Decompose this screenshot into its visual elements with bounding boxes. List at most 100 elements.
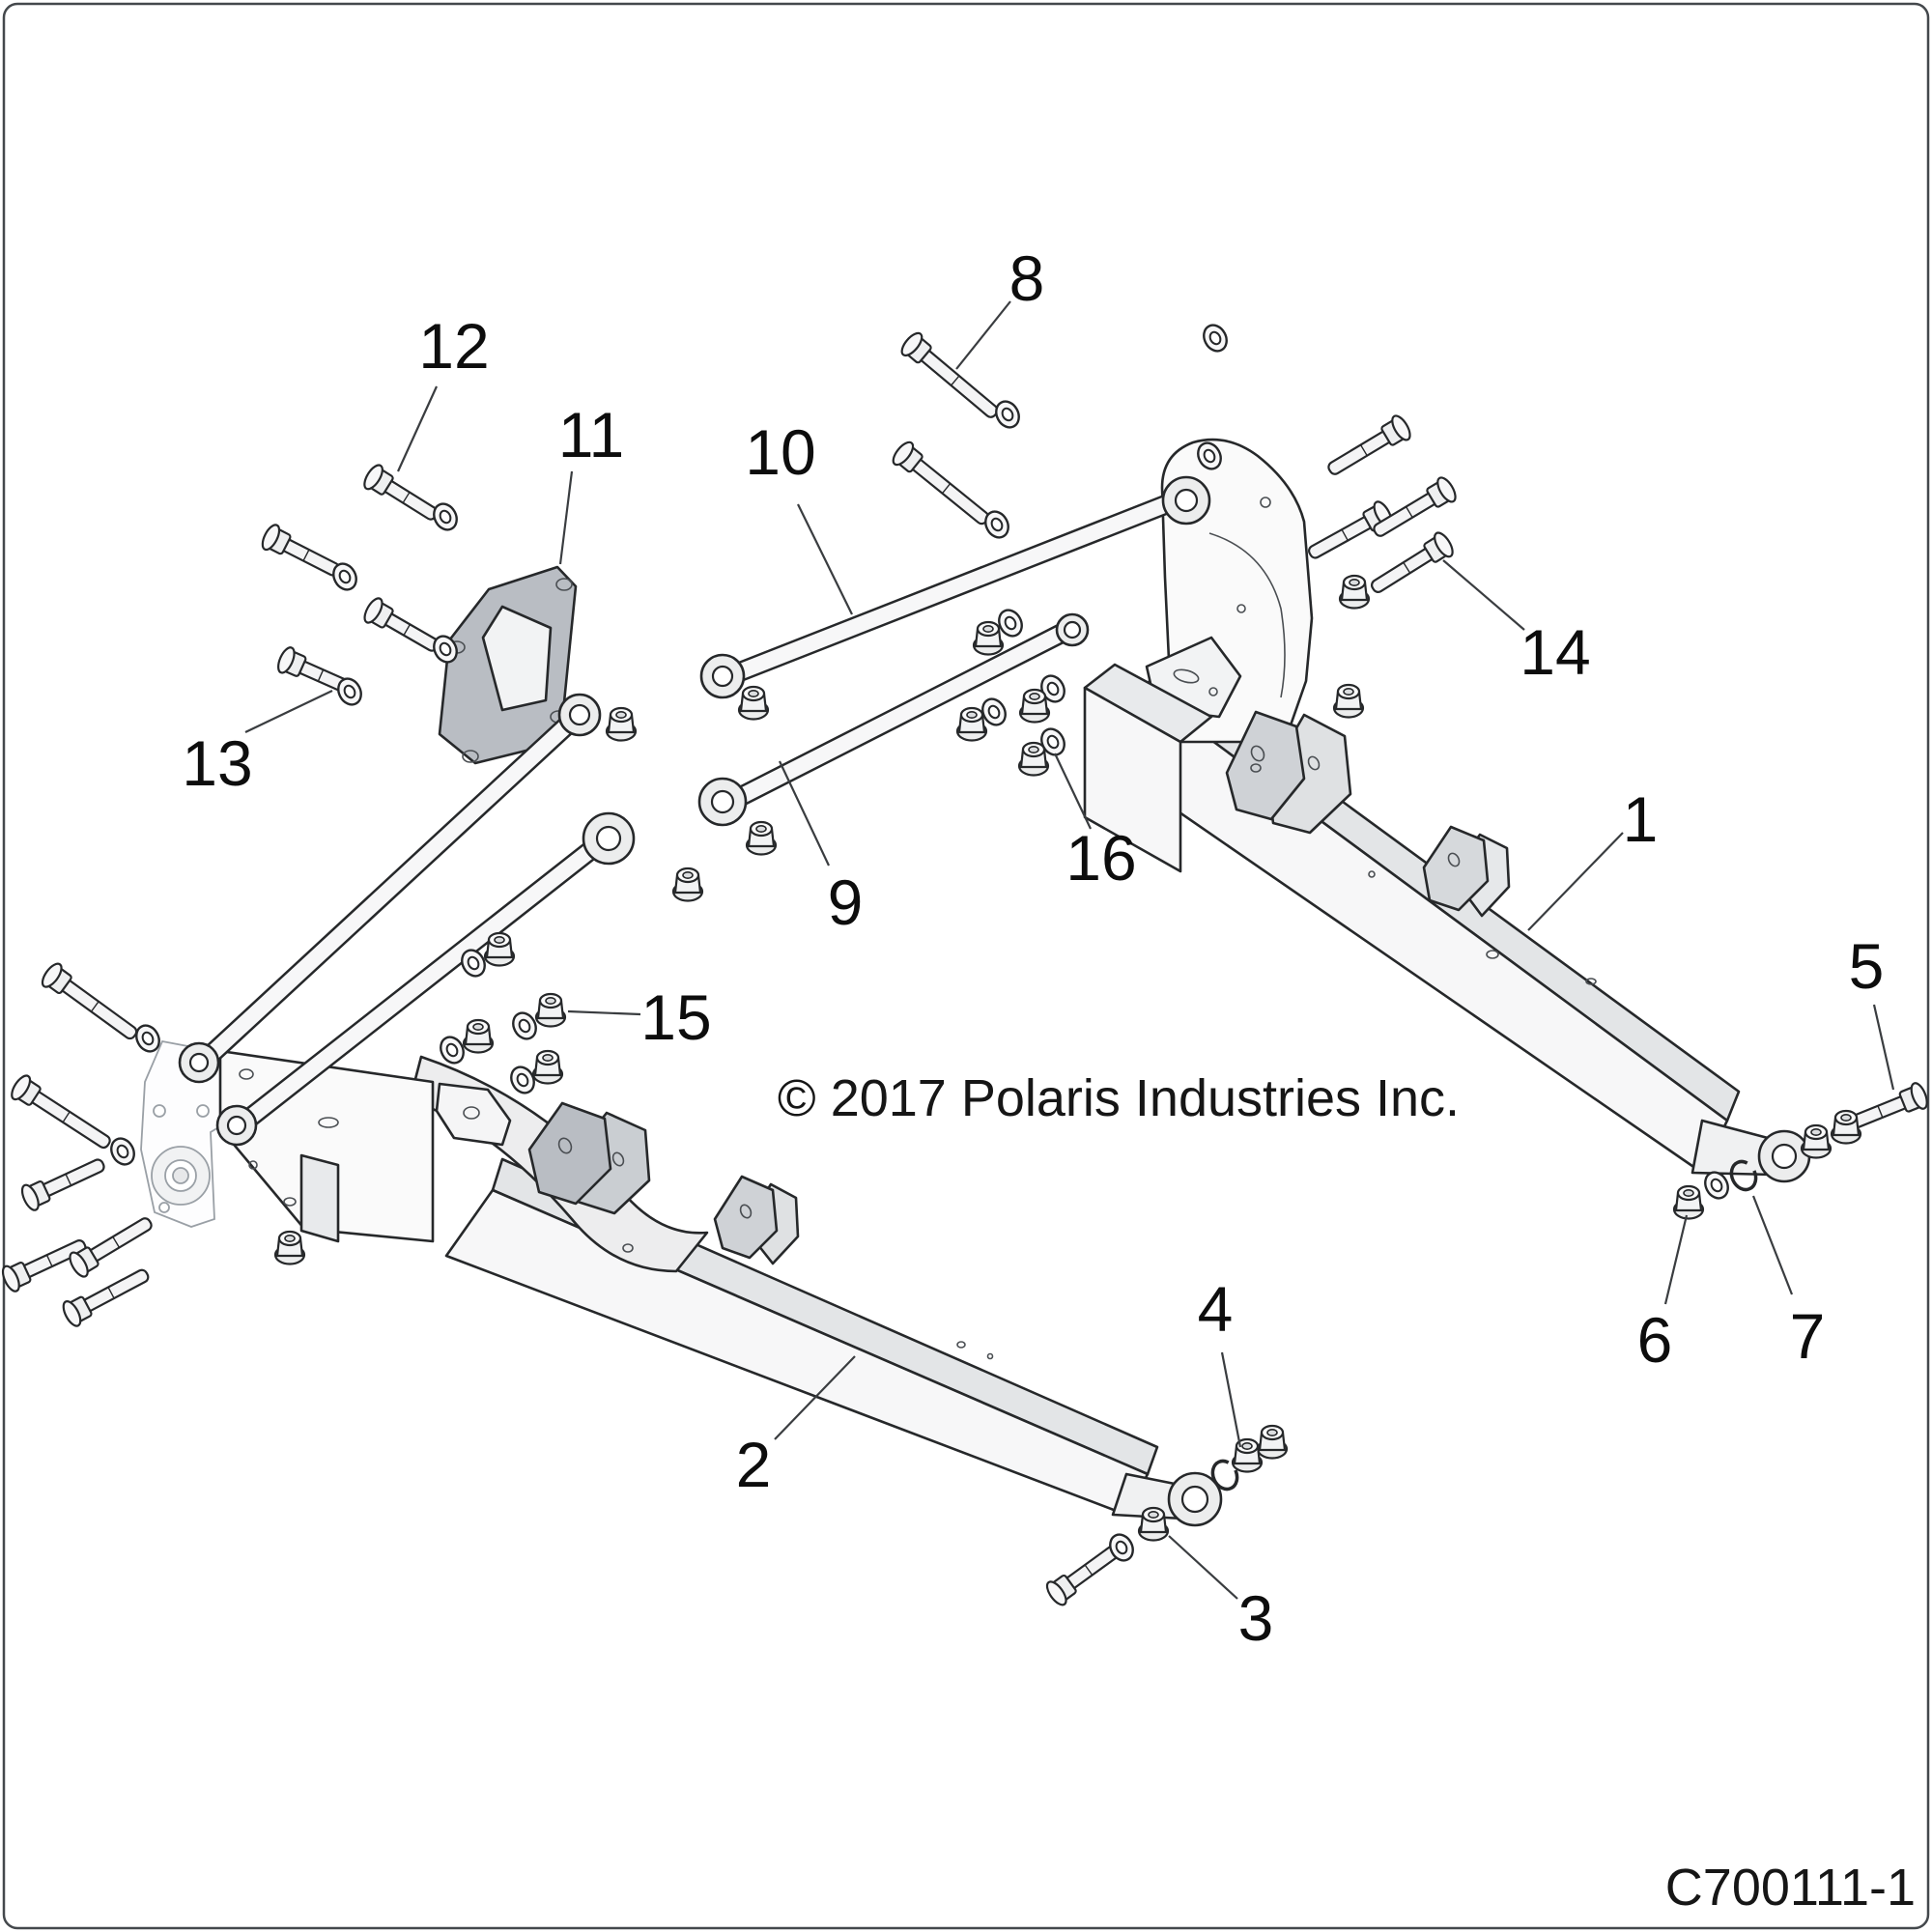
flange-nut <box>531 1049 564 1085</box>
nut-hole <box>472 1023 484 1032</box>
flange-nut <box>1256 1424 1289 1460</box>
callout-number: 13 <box>182 727 252 799</box>
bolt-thread-line <box>1877 1105 1884 1119</box>
leader-line <box>1442 559 1525 631</box>
radius-rod-fill <box>239 838 605 1128</box>
callout-15: 15 <box>567 981 712 1053</box>
washer-hole <box>1115 1540 1128 1555</box>
washer <box>984 510 1009 539</box>
washer-hole <box>439 509 452 525</box>
nut-hole <box>1683 1189 1694 1198</box>
bolt-flange <box>20 1183 40 1211</box>
flange-nut <box>273 1230 306 1265</box>
callout-9: 9 <box>779 760 863 938</box>
callout-number: 16 <box>1065 822 1136 894</box>
assembly-drawing <box>140 438 1776 1520</box>
washer-hole <box>467 955 480 971</box>
washer <box>110 1137 135 1166</box>
leader-line <box>797 503 853 615</box>
washer-hole <box>516 1072 529 1088</box>
leader-line <box>1663 1214 1689 1305</box>
callout-6: 6 <box>1637 1214 1689 1376</box>
bolt-thread-line <box>112 1236 121 1248</box>
flange-bolt <box>1 1239 87 1293</box>
leader-line <box>396 385 439 472</box>
flange-bolt <box>62 1268 150 1327</box>
bolt-flange <box>41 962 63 988</box>
callout-number: 12 <box>418 310 489 382</box>
rod-end-eye-bore <box>711 665 734 688</box>
bolt-thread-line <box>1403 561 1411 574</box>
callout-number: 11 <box>558 399 625 470</box>
nut-hole <box>1148 1511 1159 1520</box>
nut-hole <box>542 1054 554 1063</box>
flange-nut <box>1338 574 1371 610</box>
flange-nut <box>1017 741 1050 777</box>
washer-hole <box>1046 681 1060 696</box>
bolt-thread-line <box>107 1287 115 1299</box>
washer-hole <box>1208 330 1222 346</box>
bolt-thread-line <box>1341 528 1349 541</box>
washer-hole <box>1004 615 1017 631</box>
flange-bolt <box>1370 531 1454 593</box>
flange-nut <box>462 1018 495 1054</box>
washer-hole <box>987 704 1001 720</box>
flange-nut <box>671 867 704 902</box>
fasteners-layer <box>1 324 1928 1606</box>
callout-number: 7 <box>1790 1300 1826 1372</box>
flange-nut <box>1800 1123 1833 1159</box>
washer <box>1040 727 1065 756</box>
leader-line <box>774 1355 856 1440</box>
bolt-thread-line <box>1084 1564 1094 1576</box>
flange-nut <box>605 706 638 742</box>
leader-line <box>567 1009 641 1016</box>
flange-bolt <box>69 1217 153 1278</box>
washer-hole <box>445 1042 459 1058</box>
callout-11: 11 <box>558 399 625 565</box>
washer <box>1704 1171 1729 1200</box>
nut-hole <box>982 625 994 634</box>
nut-hole <box>1810 1128 1822 1137</box>
washer <box>337 677 362 706</box>
washer-hole <box>141 1031 155 1046</box>
flange-bolt <box>892 440 990 526</box>
washer <box>461 949 486 978</box>
rod-end-eye-bore <box>568 703 591 726</box>
callout-4: 4 <box>1198 1273 1242 1448</box>
callout-number: 15 <box>640 981 711 1053</box>
bolt-flange <box>363 464 384 491</box>
leader-line <box>779 760 830 867</box>
mount-bracket-plate-drawing <box>438 565 578 765</box>
callout-2: 2 <box>736 1355 856 1500</box>
bolt-thread-line <box>1405 506 1413 519</box>
rod-end-eye-bore <box>188 1052 210 1073</box>
callout-7: 7 <box>1751 1195 1826 1372</box>
callout-13: 13 <box>182 690 333 799</box>
flange-nut <box>745 820 778 856</box>
washer-hole <box>1203 448 1216 464</box>
bolt-thread-line <box>402 492 411 503</box>
washer <box>1197 441 1222 470</box>
leader-line <box>955 300 1011 370</box>
leader-line <box>1751 1195 1794 1295</box>
callout-number: 14 <box>1520 616 1590 688</box>
callout-8: 8 <box>955 242 1044 370</box>
bolt-thread-line <box>302 549 310 561</box>
leader-line <box>244 690 333 733</box>
bolt-thread-line <box>90 1001 99 1012</box>
callout-3: 3 <box>1168 1535 1273 1654</box>
nut-hole <box>494 936 505 945</box>
nut-hole <box>1029 693 1040 701</box>
nut-hole <box>284 1235 296 1243</box>
nut-hole <box>615 711 627 720</box>
nut-hole <box>755 825 767 834</box>
radius-rod-fill <box>203 715 578 1063</box>
snap-ring <box>1729 1159 1758 1192</box>
leader-line <box>558 470 574 565</box>
bolt-flange <box>900 331 923 357</box>
nut-hole <box>1349 579 1360 587</box>
rod-end-eye-bore <box>1174 488 1199 513</box>
flange-bolt <box>20 1158 105 1211</box>
